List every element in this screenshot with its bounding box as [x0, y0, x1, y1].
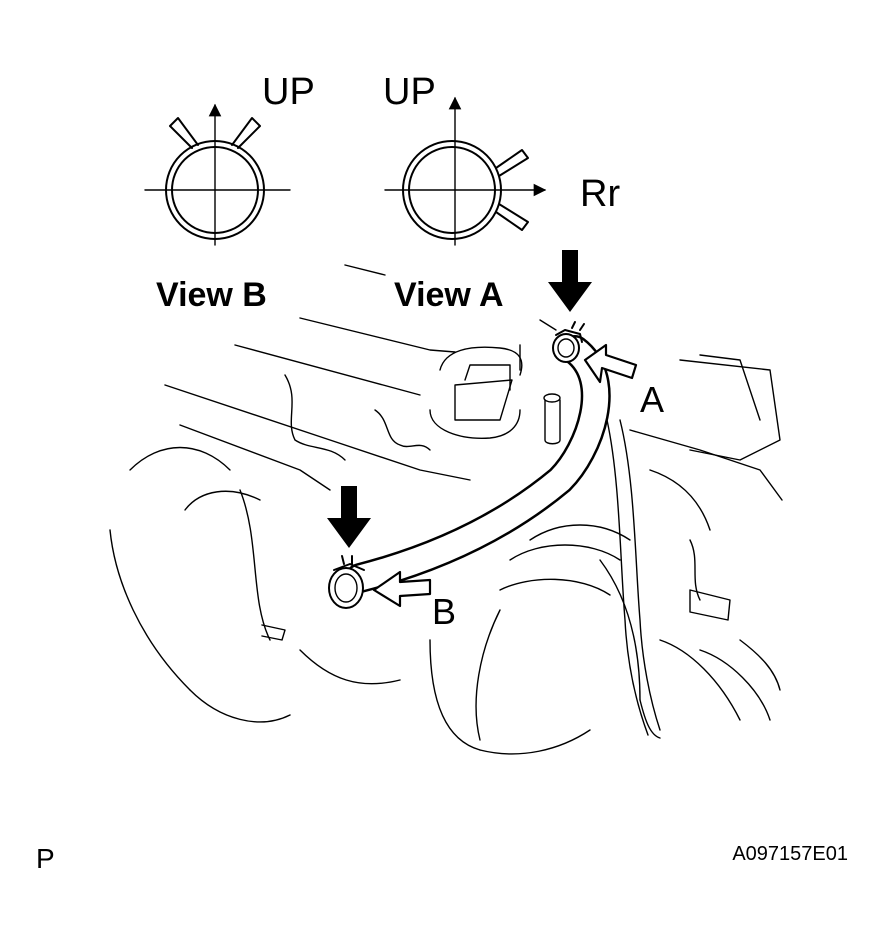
hose-clamp-a	[552, 321, 585, 363]
view-a-inset: UP Rr View A	[383, 71, 620, 314]
view-a-rr-label: Rr	[580, 173, 620, 215]
arrow-outline-icon	[583, 343, 638, 384]
arrow-outline-icon	[372, 570, 432, 608]
callout-b-label: B	[432, 591, 456, 632]
view-b-inset: UP View B	[144, 71, 315, 314]
view-b-clamp-outer	[165, 140, 265, 240]
view-a-clamp-inner	[408, 146, 496, 234]
view-b-title: View B	[156, 276, 267, 314]
arrow-down-filled-icon	[548, 250, 592, 312]
corner-code: P	[36, 843, 55, 874]
hose-clamp-b	[328, 555, 365, 609]
arrow-down-filled-icon	[327, 486, 371, 548]
view-a-clamp-outer	[402, 140, 502, 240]
view-b-clamp-tab-left	[169, 117, 199, 149]
view-b-up-label: UP	[262, 71, 315, 113]
view-a-up-label: UP	[383, 71, 436, 113]
view-a-clamp-tab-upper	[495, 149, 529, 177]
figure-id: A097157E01	[732, 843, 848, 865]
view-b-clamp-tab-right	[231, 117, 261, 149]
engine-bay-outline	[109, 264, 783, 755]
hose	[345, 335, 661, 736]
view-a-clamp-tab-lower	[495, 203, 529, 231]
view-b-clamp-inner	[171, 146, 259, 234]
callout-a-label: A	[640, 379, 664, 420]
view-a-title: View A	[394, 276, 504, 314]
